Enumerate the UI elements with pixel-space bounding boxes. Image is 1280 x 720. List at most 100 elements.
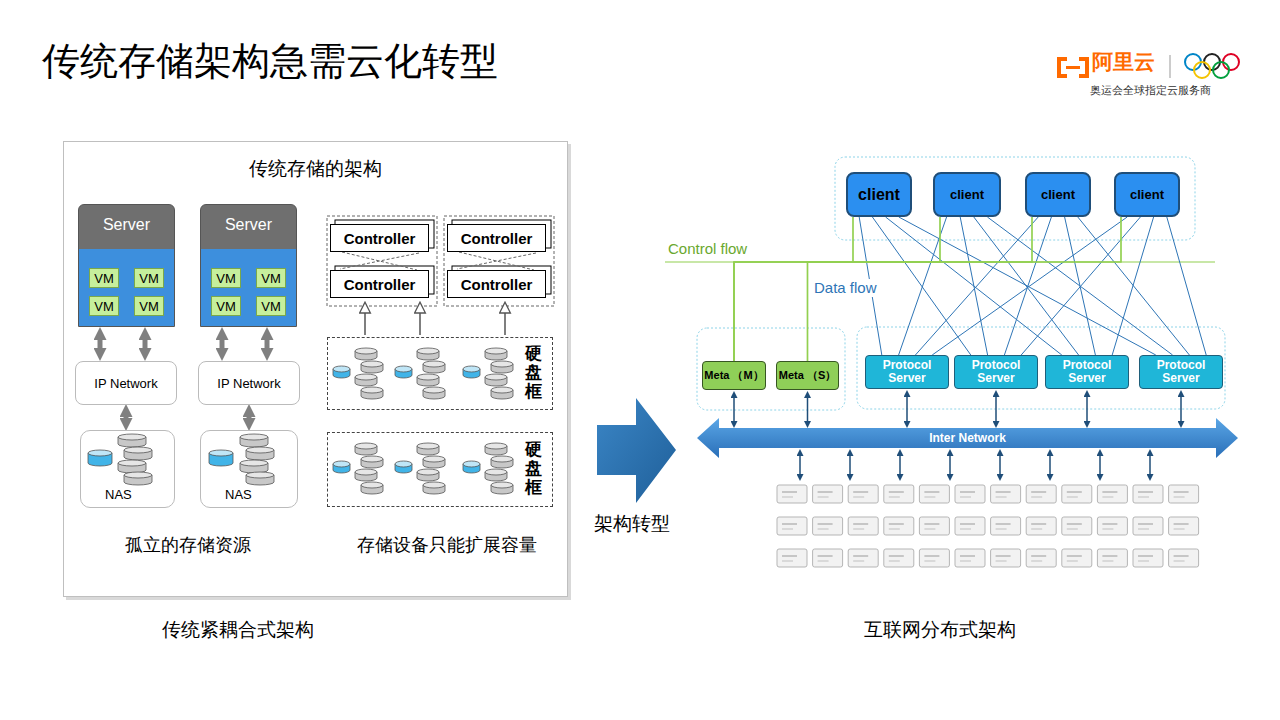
- node-text: Protocol Server: [1046, 359, 1128, 385]
- connector: [872, 217, 970, 355]
- node-text: IP Network: [94, 376, 157, 391]
- connector: [932, 217, 1127, 355]
- node-text: Protocol Server: [955, 359, 1037, 385]
- controller-box: Controller: [330, 224, 429, 252]
- disk-cylinder: [361, 482, 383, 494]
- connector: [734, 217, 940, 361]
- controller-box: Controller: [447, 224, 546, 252]
- server-icon-line: [818, 492, 833, 493]
- server-icon-line: [818, 497, 829, 498]
- server-icon: [1169, 517, 1199, 535]
- server-icon-line: [996, 556, 1011, 557]
- node-text: Controller: [344, 230, 416, 247]
- server-icon: [1062, 485, 1092, 503]
- disk-cylinder: [417, 374, 439, 386]
- node-text: Protocol Server: [1140, 359, 1222, 385]
- disk-top: [491, 361, 513, 367]
- server-icon: [848, 517, 878, 535]
- network-arrow: [799, 456, 801, 474]
- server-icon: [884, 485, 914, 503]
- disk-cylinder: [124, 472, 152, 485]
- vm-box: VM: [89, 268, 119, 288]
- server-icon-line: [960, 561, 971, 562]
- disk-cylinder: [333, 366, 350, 378]
- connector: [974, 217, 1079, 355]
- slide-title: 传统存储架构急需云化转型: [42, 36, 498, 87]
- connector: [1167, 217, 1206, 355]
- server-icon: [1097, 549, 1127, 567]
- disk-top: [246, 447, 274, 453]
- server-icon: [1026, 549, 1056, 567]
- logo-bracket: [1059, 59, 1067, 76]
- node-text: Inter Network: [929, 431, 1006, 445]
- node-text: 硬盘框: [525, 441, 542, 497]
- server-icon-line: [1031, 524, 1046, 525]
- connector: [906, 397, 908, 421]
- connector: [265, 340, 270, 348]
- disk-cylinder: [240, 460, 268, 473]
- connector: [808, 217, 1033, 361]
- node-text: VM: [261, 299, 281, 314]
- server-icon-line: [1138, 497, 1149, 498]
- connector: [808, 217, 1122, 361]
- server-icon-line: [818, 529, 829, 530]
- server-icon-line: [889, 492, 904, 493]
- controller-group: [444, 216, 554, 306]
- server-icon-line: [782, 529, 793, 530]
- disk-cylinder: [417, 443, 439, 455]
- flow-label: Data flow: [812, 279, 879, 297]
- node-text: VM: [216, 299, 236, 314]
- nas-box: NAS: [80, 430, 175, 508]
- disk-top: [333, 461, 350, 467]
- connector: [1004, 217, 1051, 355]
- controller-link: [457, 253, 536, 269]
- connector: [220, 340, 225, 348]
- server-icon: [777, 549, 807, 567]
- server-icon-line: [960, 524, 975, 525]
- server-icon-line: [889, 556, 904, 557]
- disk-top: [240, 434, 268, 440]
- server-icon-line: [1067, 529, 1078, 530]
- connector: [419, 313, 421, 335]
- meta-box: Meta （S）: [776, 361, 839, 390]
- storage-servers: [777, 485, 1199, 567]
- flow-label: Control flow: [666, 240, 749, 258]
- connector: [1112, 217, 1153, 355]
- ring: [1194, 62, 1210, 78]
- client-box: client: [846, 172, 912, 217]
- server-icon: [813, 517, 843, 535]
- aliyun-logo: [1059, 59, 1087, 76]
- disk-cylinder: [395, 366, 412, 378]
- protocol-server: Protocol Server: [1139, 355, 1223, 389]
- connector: [734, 217, 1032, 361]
- disk-cylinder: [355, 443, 377, 455]
- server-icon-line: [1031, 556, 1046, 557]
- server-icon-line: [924, 556, 939, 557]
- vm-box: VM: [211, 296, 241, 316]
- disk-top: [124, 447, 152, 453]
- controller-box: Controller: [330, 270, 429, 298]
- server-icon-line: [924, 497, 935, 498]
- server-icon-line: [924, 524, 939, 525]
- server-icon-line: [1174, 556, 1189, 557]
- disk-top: [88, 450, 112, 456]
- server-box: ServerVMVMVMVM: [200, 204, 297, 327]
- disk-top: [485, 374, 507, 380]
- controller-group: [327, 216, 437, 306]
- connector: [734, 217, 1121, 361]
- brand-name: 阿里云: [1092, 49, 1155, 74]
- disk-top: [361, 456, 383, 462]
- server-icon: [813, 549, 843, 567]
- server-icon-line: [853, 556, 868, 557]
- server-icon-line: [996, 529, 1007, 530]
- server-icon: [777, 485, 807, 503]
- server-icon: [884, 549, 914, 567]
- server-icon-line: [889, 529, 900, 530]
- server-icon-line: [1102, 497, 1113, 498]
- disk-cylinder: [355, 348, 377, 360]
- vm-box: VM: [134, 268, 164, 288]
- server-icon: [955, 549, 985, 567]
- disk-cylinder: [246, 472, 274, 485]
- client-group: [835, 157, 1195, 240]
